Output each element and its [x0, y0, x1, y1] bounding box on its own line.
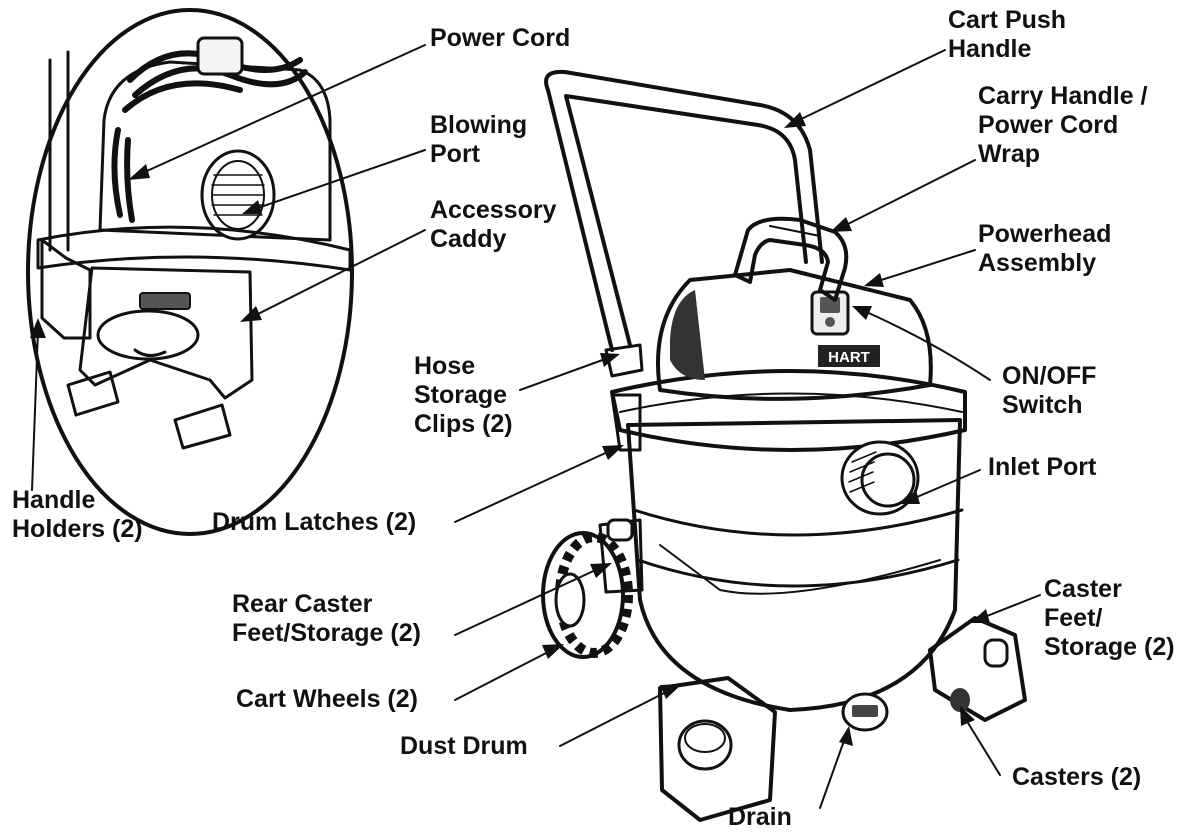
leader-powerhead [874, 249, 976, 283]
leader-dust-drum [559, 689, 671, 747]
label-power-cord: Power Cord [430, 24, 571, 52]
leader-inlet-port [909, 469, 981, 501]
inset-oval [26, 8, 354, 536]
leader-casters [964, 717, 1001, 776]
label-casters: Casters (2) [1012, 763, 1142, 791]
inset-plug [196, 36, 244, 76]
front-caster-foot [658, 676, 777, 822]
leader-carry-handle [839, 159, 976, 229]
label-cart-wheels: Cart Wheels (2) [236, 685, 418, 713]
leader-handle-holders [31, 329, 39, 491]
hose-storage-clip [604, 343, 644, 378]
inlet-port [840, 440, 920, 516]
leader-accessory-caddy [249, 229, 426, 319]
leader-cart-push-handle [794, 49, 946, 123]
leader-rear-caster-feet [454, 567, 601, 636]
leader-caster-feet [981, 594, 1041, 619]
label-dust-drum: Dust Drum [400, 732, 528, 760]
drum-latch [610, 393, 642, 452]
inset-handle-post [48, 50, 70, 252]
brand-badge [818, 345, 880, 367]
leader-lines [30, 44, 1041, 809]
brand-mark: HART [828, 349, 870, 366]
leader-on-off-switch [861, 309, 991, 381]
inset-housing [98, 60, 332, 242]
cart-push-handle [544, 69, 824, 352]
drum-lid [610, 369, 967, 452]
detail-inset [26, 8, 354, 536]
powerhead-assembly [656, 268, 933, 401]
main-vac: HART [541, 69, 1027, 822]
leader-drain [819, 737, 846, 809]
inset-handle-holder [40, 238, 92, 340]
cart-wheel [541, 531, 633, 659]
label-drain: Drain [728, 803, 792, 831]
leader-power-cord [137, 44, 426, 176]
inset-accessory-caddy [78, 266, 254, 400]
leader-drum-latches [454, 449, 613, 523]
right-caster-foot [928, 616, 1027, 722]
caster-wheel [950, 688, 970, 712]
leader-hose-clips [519, 357, 609, 391]
inset-lid [36, 225, 352, 272]
powerhead-vent [670, 290, 705, 380]
leader-blowing-port [251, 149, 426, 211]
carry-handle [733, 216, 849, 302]
label-drum-latches: Drum Latches (2) [212, 508, 417, 536]
label-inlet-port: Inlet Port [988, 453, 1097, 481]
leader-cart-wheels [454, 649, 553, 701]
